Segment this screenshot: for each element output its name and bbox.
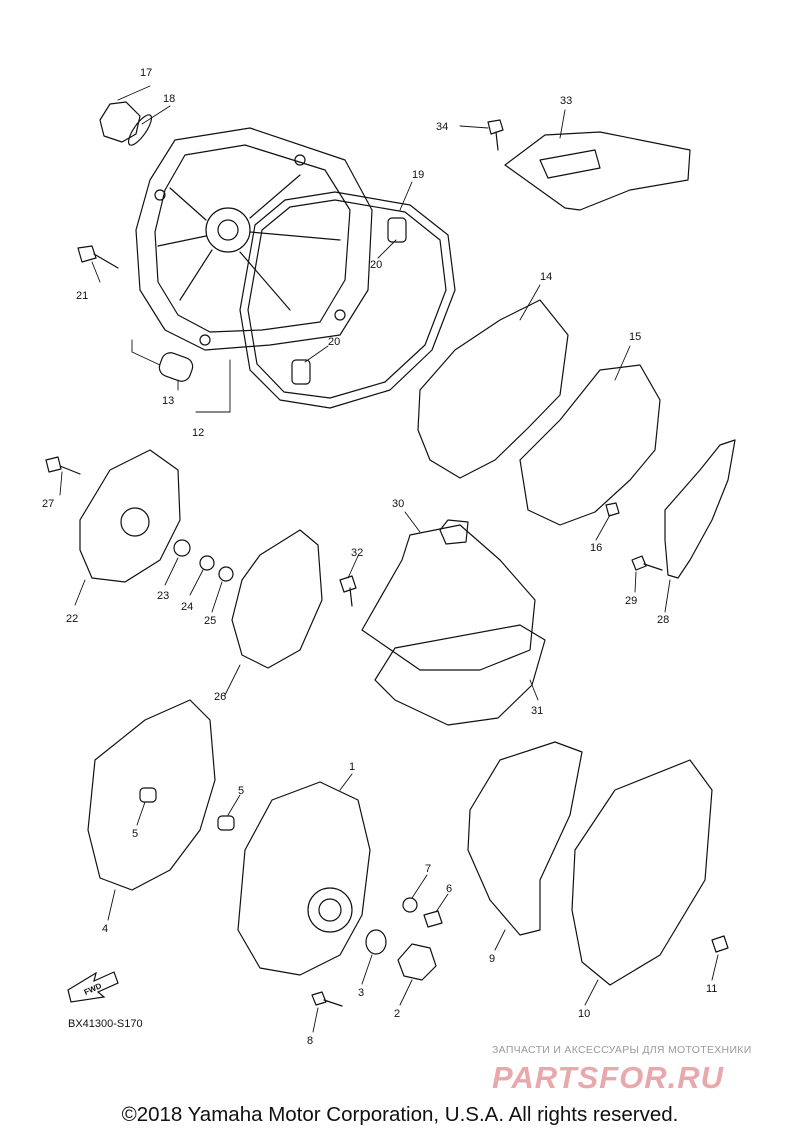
- washer-24: [199, 555, 215, 571]
- callout-19: 19: [412, 169, 424, 181]
- bolt-32: [339, 575, 357, 607]
- dowel-5a: [139, 787, 157, 803]
- callout-1: 1: [349, 761, 355, 773]
- callout-18: 18: [163, 93, 175, 105]
- bolt-34: [487, 119, 504, 151]
- callout-8: 8: [307, 1035, 313, 1047]
- dowel-pin-lower: [291, 359, 311, 385]
- callout-17: 17: [140, 67, 152, 79]
- copyright-notice: ©2018 Yamaha Motor Corporation, U.S.A. A…: [121, 1103, 679, 1126]
- dowel-5b: [217, 815, 235, 831]
- callout-4: 4: [102, 923, 108, 935]
- generator-cover-1-hub: [307, 887, 353, 933]
- o-ring-18: [127, 114, 153, 146]
- generator-cover-1: [237, 781, 371, 976]
- plug-2: [397, 943, 437, 981]
- callout-20b: 20: [328, 336, 340, 348]
- partsfor-logo: PARTSFOR.RU: [492, 1060, 725, 1095]
- pan-gasket-31: [374, 624, 546, 726]
- bolt-6: [423, 910, 443, 928]
- bolt-11: [711, 935, 729, 953]
- callout-11: 11: [706, 983, 717, 995]
- oil-pan-30: [361, 524, 536, 671]
- cover-9: [467, 741, 583, 936]
- oil-pan-30-neck: [439, 519, 469, 545]
- sprocket-cover-10: [571, 759, 713, 986]
- callout-15: 15: [629, 331, 641, 343]
- callout-9: 9: [489, 953, 495, 965]
- shop-tagline: ЗАПЧАСТИ И АКСЕССУАРЫ ДЛЯ МОТОТЕХНИКИ: [492, 1044, 752, 1056]
- fwd-arrow-icon: FWD: [67, 971, 119, 1003]
- svg-text:PARTSFOR.RU: PARTSFOR.RU: [492, 1060, 725, 1095]
- washer-7: [402, 897, 418, 913]
- bolt-16: [605, 502, 620, 517]
- callout-27: 27: [42, 498, 54, 510]
- filler-plug: [99, 101, 141, 143]
- callout-12: 12: [192, 427, 204, 439]
- gasket-26: [231, 529, 323, 669]
- cover-plate-28: [664, 439, 736, 579]
- callout-6: 6: [446, 883, 452, 895]
- drawing-code: BX41300-S170: [68, 1018, 143, 1030]
- callout-34: 34: [436, 121, 448, 133]
- callout-25: 25: [204, 615, 216, 627]
- dowel-13: [158, 352, 194, 382]
- callout-20a: 20: [370, 259, 382, 271]
- gasket-4: [87, 699, 216, 891]
- callout-29: 29: [625, 595, 637, 607]
- callout-16: 16: [590, 542, 602, 554]
- bolt-8: [311, 991, 343, 1007]
- clutch-cover-gasket: [239, 191, 456, 409]
- callout-21: 21: [76, 290, 88, 302]
- plate-14: [417, 299, 569, 479]
- callout-3: 3: [358, 987, 364, 999]
- bolt-29: [631, 555, 663, 571]
- callout-14: 14: [540, 271, 552, 283]
- callout-5a: 5: [132, 828, 138, 840]
- callout-24: 24: [181, 601, 193, 613]
- callout-33: 33: [560, 95, 572, 107]
- bracket-33-slot: [539, 149, 601, 179]
- callout-26: 26: [214, 691, 226, 703]
- generator-cover-1-hub-inner: [318, 898, 342, 922]
- callout-31: 31: [531, 705, 543, 717]
- callout-13: 13: [162, 395, 174, 407]
- callout-22: 22: [66, 613, 78, 625]
- pump-cover-22-port: [120, 507, 150, 537]
- bolt-21: [77, 245, 119, 269]
- clutch-cover-gasket-inner: [247, 199, 447, 399]
- bolt-27: [45, 456, 81, 475]
- callout-23: 23: [157, 590, 169, 602]
- circlip-25: [218, 566, 234, 582]
- callout-2: 2: [394, 1008, 400, 1020]
- leader-lines: [59, 85, 719, 1033]
- pump-cover-22: [79, 449, 181, 583]
- dowel-pin-upper: [387, 217, 407, 243]
- callout-30: 30: [392, 498, 404, 510]
- clutch-cover: [135, 127, 373, 351]
- callout-7: 7: [425, 863, 431, 875]
- plate-15: [519, 364, 661, 526]
- callout-32: 32: [351, 547, 363, 559]
- callout-10: 10: [578, 1008, 590, 1020]
- callout-28: 28: [657, 614, 669, 626]
- o-ring-3: [365, 929, 387, 955]
- callout-5b: 5: [238, 785, 244, 797]
- callout-labels: 1 2 3 4 5 5 6 7 8 9 10 11 12 13 14 15 16…: [42, 67, 717, 1047]
- bracket-33: [504, 131, 691, 211]
- oil-seal-23: [173, 539, 191, 557]
